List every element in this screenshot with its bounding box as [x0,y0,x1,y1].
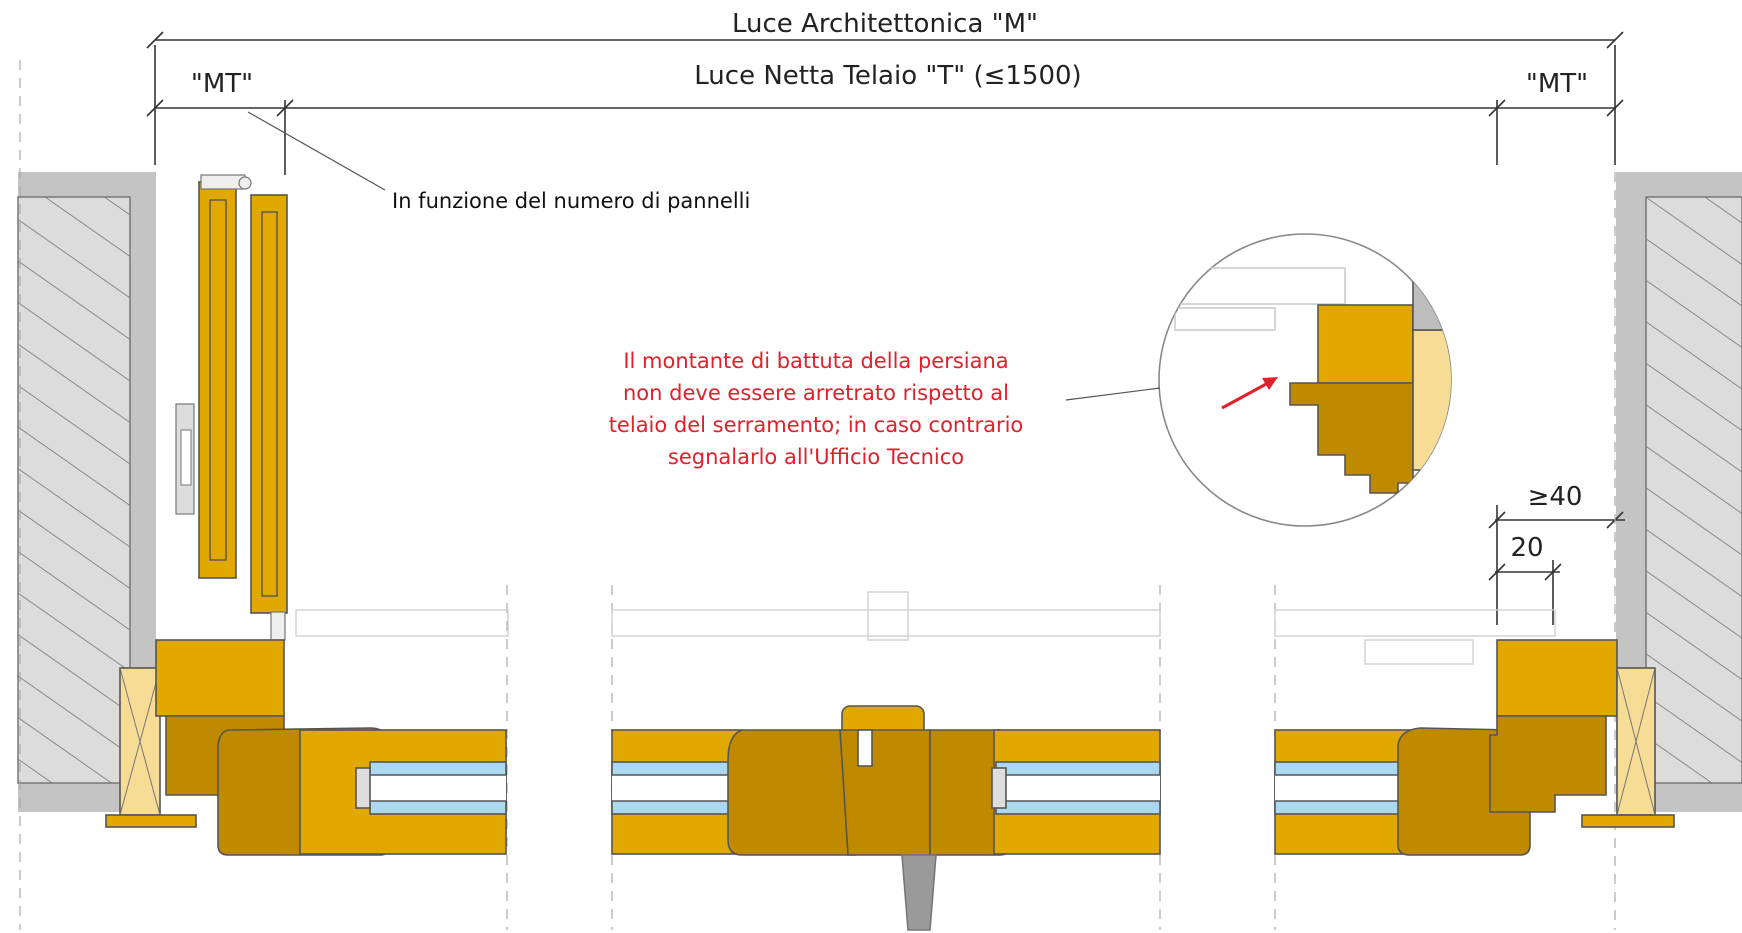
warning-line-3: telaio del serramento; in caso contrario [609,413,1024,437]
min-40-label: ≥40 [1528,482,1583,512]
dim-20-label: 20 [1510,533,1543,563]
shutter-ghost-outlines [295,591,1556,665]
leader-lines [247,111,1161,401]
dimension-lines [146,31,1625,625]
warning-line-2: non deve essere arretrato rispetto al [623,381,1009,405]
warning-line-1: Il montante di battuta della persiana [623,349,1008,373]
dash-axis-lines [19,60,1616,930]
overall-width-label: Luce Architettonica "M" [732,9,1038,39]
folded-shutter-panels [175,174,288,641]
central-frame [611,705,1161,931]
mt-right-label: "MT" [1526,69,1588,99]
mt-left-label: "MT" [191,69,253,99]
left-wall [17,172,156,812]
right-frame [1274,639,1675,856]
panels-note: In funzione del numero di pannelli [392,189,750,213]
clear-width-label: Luce Netta Telaio "T" (≤1500) [694,61,1081,91]
left-frame [105,639,507,856]
warning-line-4: segnalarlo all'Ufficio Tecnico [668,445,964,469]
detail-zoom-circle [1158,233,1452,527]
right-wall [1616,172,1742,812]
